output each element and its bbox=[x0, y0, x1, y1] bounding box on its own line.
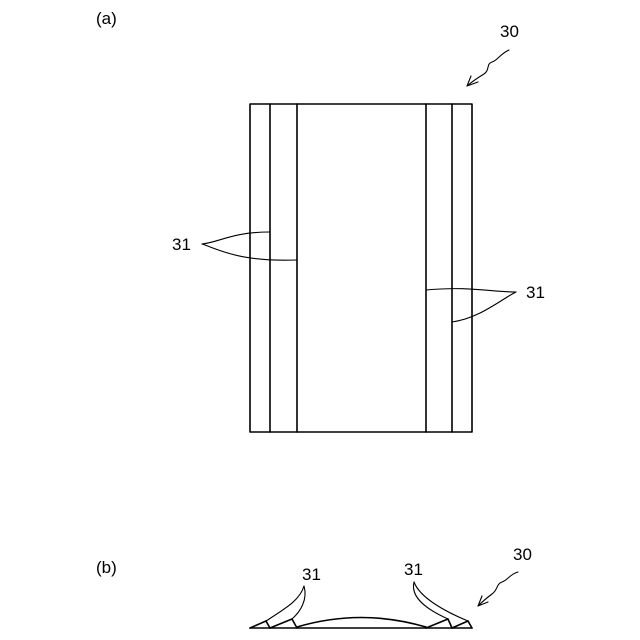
panel-b-leader-31-right-a bbox=[413, 582, 448, 619]
panel-b-leader-31-left-b bbox=[292, 586, 305, 619]
panel-b-ref-31-left: 31 bbox=[302, 565, 321, 584]
panel-b-arch bbox=[297, 618, 426, 628]
panel-a: (a) 30 31 31 bbox=[96, 9, 545, 432]
panel-a-ref-31-right: 31 bbox=[526, 283, 545, 302]
panel-a-label: (a) bbox=[96, 9, 117, 28]
panel-a-ref-31-left: 31 bbox=[172, 235, 191, 254]
panel-b-label: (b) bbox=[96, 558, 117, 577]
panel-b-right-ridge-1 bbox=[426, 619, 452, 628]
panel-b: (b) 31 31 30 bbox=[96, 545, 532, 628]
panel-b-leader-31-left-a bbox=[266, 586, 304, 621]
panel-b-left-ridge-1 bbox=[250, 621, 270, 628]
panel-b-ref-31-right: 31 bbox=[404, 560, 423, 579]
panel-a-leader-31-right-a bbox=[426, 289, 516, 292]
panel-a-leader-30 bbox=[467, 50, 509, 86]
panel-a-body-outline bbox=[250, 104, 472, 432]
panel-b-left-ridge-2 bbox=[270, 619, 297, 628]
panel-b-right-ridge-2 bbox=[452, 621, 472, 628]
panel-b-ref-30: 30 bbox=[513, 545, 532, 564]
panel-a-ref-30: 30 bbox=[500, 22, 519, 41]
panel-a-leader-31-left-a bbox=[202, 232, 270, 244]
panel-b-leader-30 bbox=[478, 572, 518, 606]
panel-a-leader-31-right-b bbox=[452, 292, 516, 322]
